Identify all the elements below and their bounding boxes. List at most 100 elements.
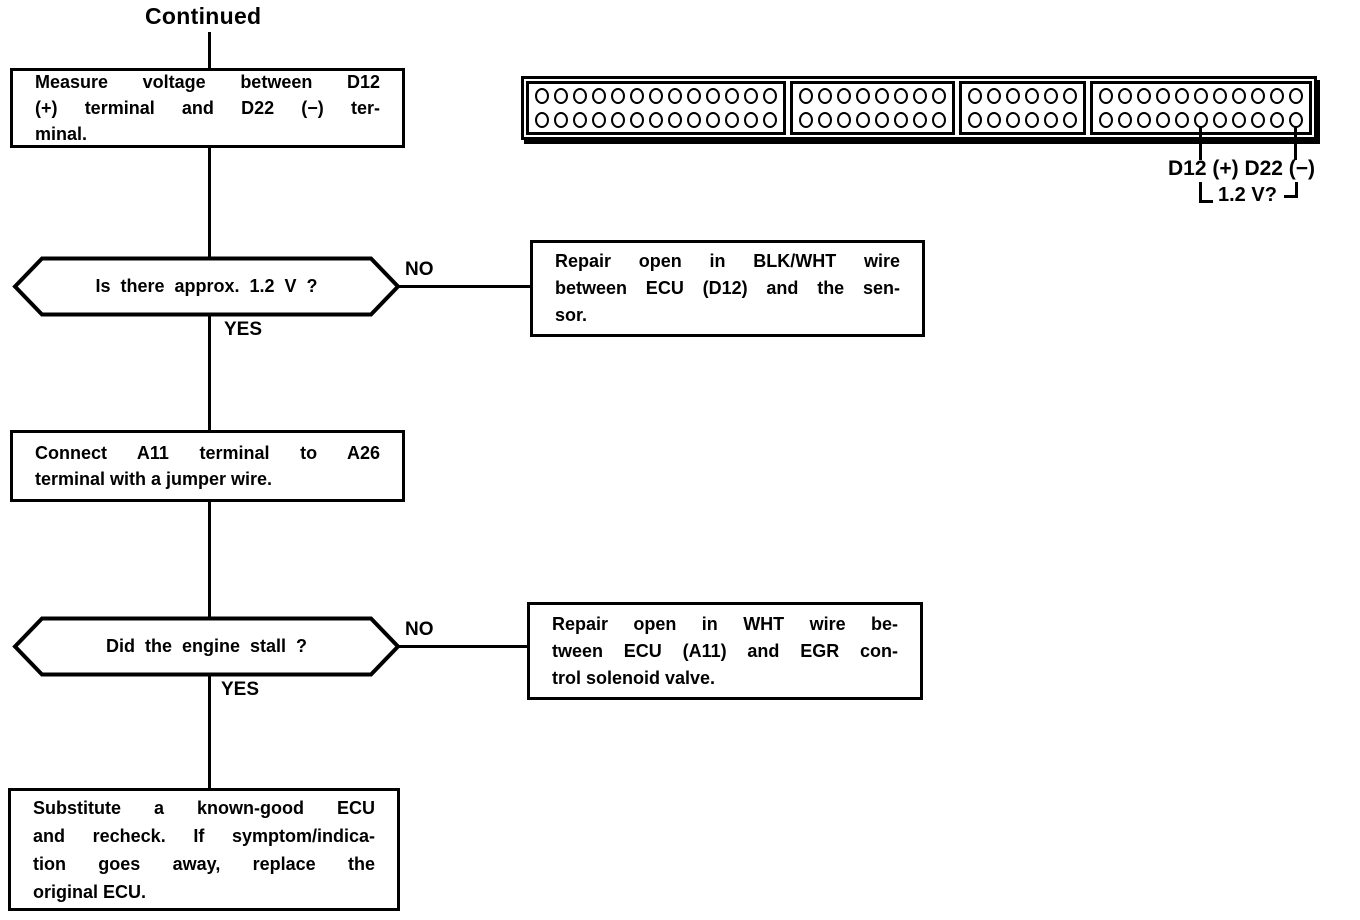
- pin-row: [535, 88, 777, 104]
- terminal-circle: [1044, 88, 1058, 104]
- terminal-circle: [987, 88, 1001, 104]
- terminal-circle: [1025, 112, 1039, 128]
- terminal-circle: [706, 88, 720, 104]
- flow-line-no-1: [399, 285, 530, 288]
- terminal-circle: [535, 112, 549, 128]
- terminal-circle: [706, 112, 720, 128]
- bracket-left-foot: [1199, 200, 1213, 203]
- text-line: between ECU (D12) and the sen-: [555, 278, 900, 298]
- terminal-circle: [687, 88, 701, 104]
- terminal-circle: [1099, 88, 1113, 104]
- terminal-circle: [725, 112, 739, 128]
- terminal-circle: [913, 88, 927, 104]
- terminal-circle: [799, 112, 813, 128]
- terminal-circle: [611, 112, 625, 128]
- pin-row: [799, 112, 946, 128]
- terminal-circle: [592, 88, 606, 104]
- terminal-circle: [573, 112, 587, 128]
- terminal-circle: [1213, 88, 1227, 104]
- yes-label-2: YES: [221, 679, 260, 700]
- decision-engine-stall-hexagon: Did the engine stall ?: [12, 616, 401, 677]
- terminal-circle: [649, 88, 663, 104]
- terminal-circle: [687, 112, 701, 128]
- step-jumper-wire-box: Connect A11 terminal to A26 terminal with…: [10, 430, 405, 502]
- flow-line-2: [208, 316, 211, 430]
- text-line: and recheck. If symptom/indica-: [33, 825, 375, 846]
- text-line: Substitute a known-good ECU: [33, 797, 375, 818]
- terminal-circle: [1006, 88, 1020, 104]
- repair-wht-wire-box: Repair open in WHT wire be-tween ECU (A1…: [527, 602, 923, 700]
- terminal-circle: [856, 88, 870, 104]
- terminal-circle: [894, 112, 908, 128]
- yes-label-1: YES: [224, 319, 263, 340]
- terminal-circle: [611, 88, 625, 104]
- no-label-1: NO: [405, 259, 434, 280]
- terminal-circle: [1232, 112, 1246, 128]
- terminal-circle: [1006, 112, 1020, 128]
- text-line: tion goes away, replace the: [33, 853, 375, 874]
- terminal-circle: [725, 88, 739, 104]
- terminal-circle: [894, 88, 908, 104]
- terminal-circle: [763, 88, 777, 104]
- connector-section: [959, 81, 1086, 135]
- terminal-circle: [1156, 88, 1170, 104]
- terminal-circle: [913, 112, 927, 128]
- text-line: terminal with a jumper wire.: [35, 469, 273, 489]
- bracket-left-line: [1199, 182, 1202, 203]
- continued-label: Continued: [145, 3, 262, 29]
- terminal-circle: [554, 88, 568, 104]
- flow-line-1: [208, 148, 211, 257]
- terminal-circle: [1025, 88, 1039, 104]
- terminal-circle: [1289, 88, 1303, 104]
- terminal-circle: [1137, 88, 1151, 104]
- pin-row: [535, 112, 777, 128]
- terminal-circle: [799, 88, 813, 104]
- ecu-connector-diagram: [521, 76, 1317, 140]
- terminal-circle: [1270, 88, 1284, 104]
- hexagon-shape: [12, 256, 401, 317]
- terminal-circle: [744, 88, 758, 104]
- terminal-circle: [1118, 112, 1132, 128]
- terminal-circle: [1251, 88, 1265, 104]
- pin-row: [799, 88, 946, 104]
- text-line: Connect A11 terminal to A26: [35, 443, 380, 463]
- terminal-circle: [932, 88, 946, 104]
- text-line: trol solenoid valve.: [552, 667, 716, 688]
- pin-row: [968, 112, 1077, 128]
- text-line: sor.: [555, 305, 588, 325]
- terminal-circle: [818, 88, 832, 104]
- terminal-circle: [1270, 112, 1284, 128]
- pin-row: [1099, 112, 1303, 128]
- d12-pointer-line: [1199, 126, 1202, 160]
- terminal-circle: [837, 112, 851, 128]
- terminal-circle: [968, 112, 982, 128]
- terminal-circle: [592, 112, 606, 128]
- terminal-circle: [1156, 112, 1170, 128]
- flow-line-3: [208, 502, 211, 617]
- step-measure-voltage-box: Measure voltage between D12(+) terminal …: [10, 68, 405, 148]
- terminal-circle: [1099, 112, 1113, 128]
- bracket-right-foot: [1284, 195, 1298, 198]
- terminal-circle: [875, 112, 889, 128]
- flow-line-entry: [208, 32, 211, 68]
- terminal-circle: [554, 112, 568, 128]
- terminal-circle: [630, 112, 644, 128]
- terminal-circle: [668, 88, 682, 104]
- terminal-circle: [932, 112, 946, 128]
- text-line: original ECU.: [33, 881, 147, 902]
- terminal-circle: [987, 112, 1001, 128]
- terminal-circle: [1063, 88, 1077, 104]
- terminal-circle: [1118, 88, 1132, 104]
- terminal-circle: [535, 88, 549, 104]
- no-label-2: NO: [405, 619, 434, 640]
- terminal-circle: [763, 112, 777, 128]
- terminal-circle: [837, 88, 851, 104]
- pin-row: [968, 88, 1077, 104]
- terminal-circle: [968, 88, 982, 104]
- d22-pointer-line: [1294, 126, 1297, 160]
- terminal-circle: [1251, 112, 1265, 128]
- flow-line-no-2: [399, 645, 527, 648]
- text-line: tween ECU (A11) and EGR con-: [552, 640, 898, 661]
